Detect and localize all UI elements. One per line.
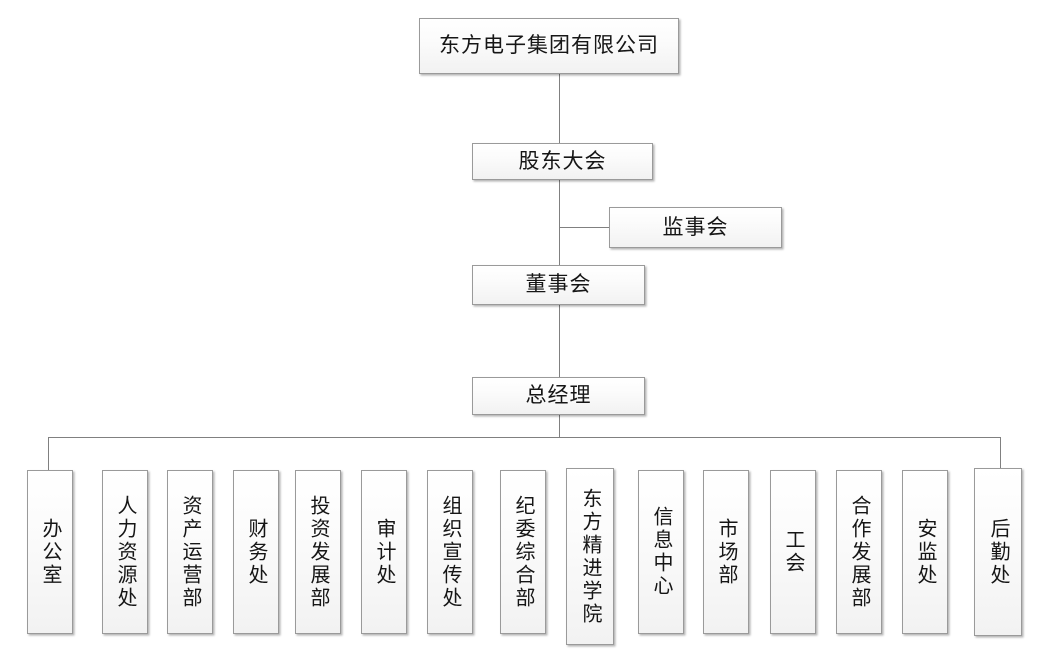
node-label: 董事会: [525, 272, 592, 297]
connector-gm-to-bus: [559, 414, 560, 437]
department-cooperation-development[interactable]: 合作发展部: [836, 470, 882, 634]
node-label: 东方电子集团有限公司: [439, 33, 659, 58]
node-label: 人力资源处: [114, 494, 136, 610]
department-office[interactable]: 办公室: [27, 470, 73, 634]
node-label: 工会: [782, 529, 804, 575]
node-label: 安监处: [914, 517, 936, 587]
department-information-center[interactable]: 信息中心: [638, 470, 684, 634]
department-asset-operations[interactable]: 资产运营部: [167, 470, 213, 634]
node-label: 纪委综合部: [512, 494, 534, 610]
connector-bus-to-first-department: [48, 437, 49, 470]
node-board-of-supervisors[interactable]: 监事会: [609, 207, 782, 248]
department-finance[interactable]: 财务处: [233, 470, 279, 634]
node-shareholders-meeting[interactable]: 股东大会: [472, 143, 653, 180]
node-board-of-directors[interactable]: 董事会: [472, 265, 645, 305]
department-human-resources[interactable]: 人力资源处: [102, 470, 148, 634]
node-label: 总经理: [525, 383, 592, 408]
department-logistics[interactable]: 后勤处: [974, 468, 1022, 636]
node-label: 财务处: [245, 517, 267, 587]
node-label: 投资发展部: [307, 494, 329, 610]
department-audit[interactable]: 审计处: [361, 470, 407, 634]
department-marketing[interactable]: 市场部: [703, 470, 749, 634]
node-company-root[interactable]: 东方电子集团有限公司: [419, 18, 679, 74]
node-label: 资产运营部: [179, 494, 201, 610]
department-discipline-inspection[interactable]: 纪委综合部: [500, 470, 546, 634]
node-label: 股东大会: [518, 148, 607, 173]
node-label: 办公室: [39, 517, 61, 587]
node-label: 监事会: [662, 214, 729, 239]
department-organization-publicity[interactable]: 组织宣传处: [427, 470, 473, 634]
node-label: 合作发展部: [848, 494, 870, 610]
connector-stub-to-supervisors: [559, 227, 609, 228]
node-label: 信息中心: [650, 506, 672, 598]
connector-bus-to-last-department: [1000, 437, 1001, 468]
department-safety-supervision[interactable]: 安监处: [902, 470, 948, 634]
node-label: 后勤处: [987, 517, 1009, 587]
department-dongfang-jingjin-academy[interactable]: 东方精进学院: [566, 468, 614, 645]
connector-board-to-gm: [559, 304, 560, 377]
node-label: 组织宣传处: [439, 494, 461, 610]
department-investment-development[interactable]: 投资发展部: [295, 470, 341, 634]
connector-department-bus: [48, 437, 1000, 438]
connector-root-to-shareholders: [559, 73, 560, 143]
node-label: 审计处: [373, 517, 395, 587]
node-general-manager[interactable]: 总经理: [472, 377, 645, 415]
node-label: 东方精进学院: [579, 487, 601, 626]
department-labor-union[interactable]: 工会: [770, 470, 816, 634]
connector-shareholders-to-board: [559, 179, 560, 265]
node-label: 市场部: [715, 517, 737, 587]
